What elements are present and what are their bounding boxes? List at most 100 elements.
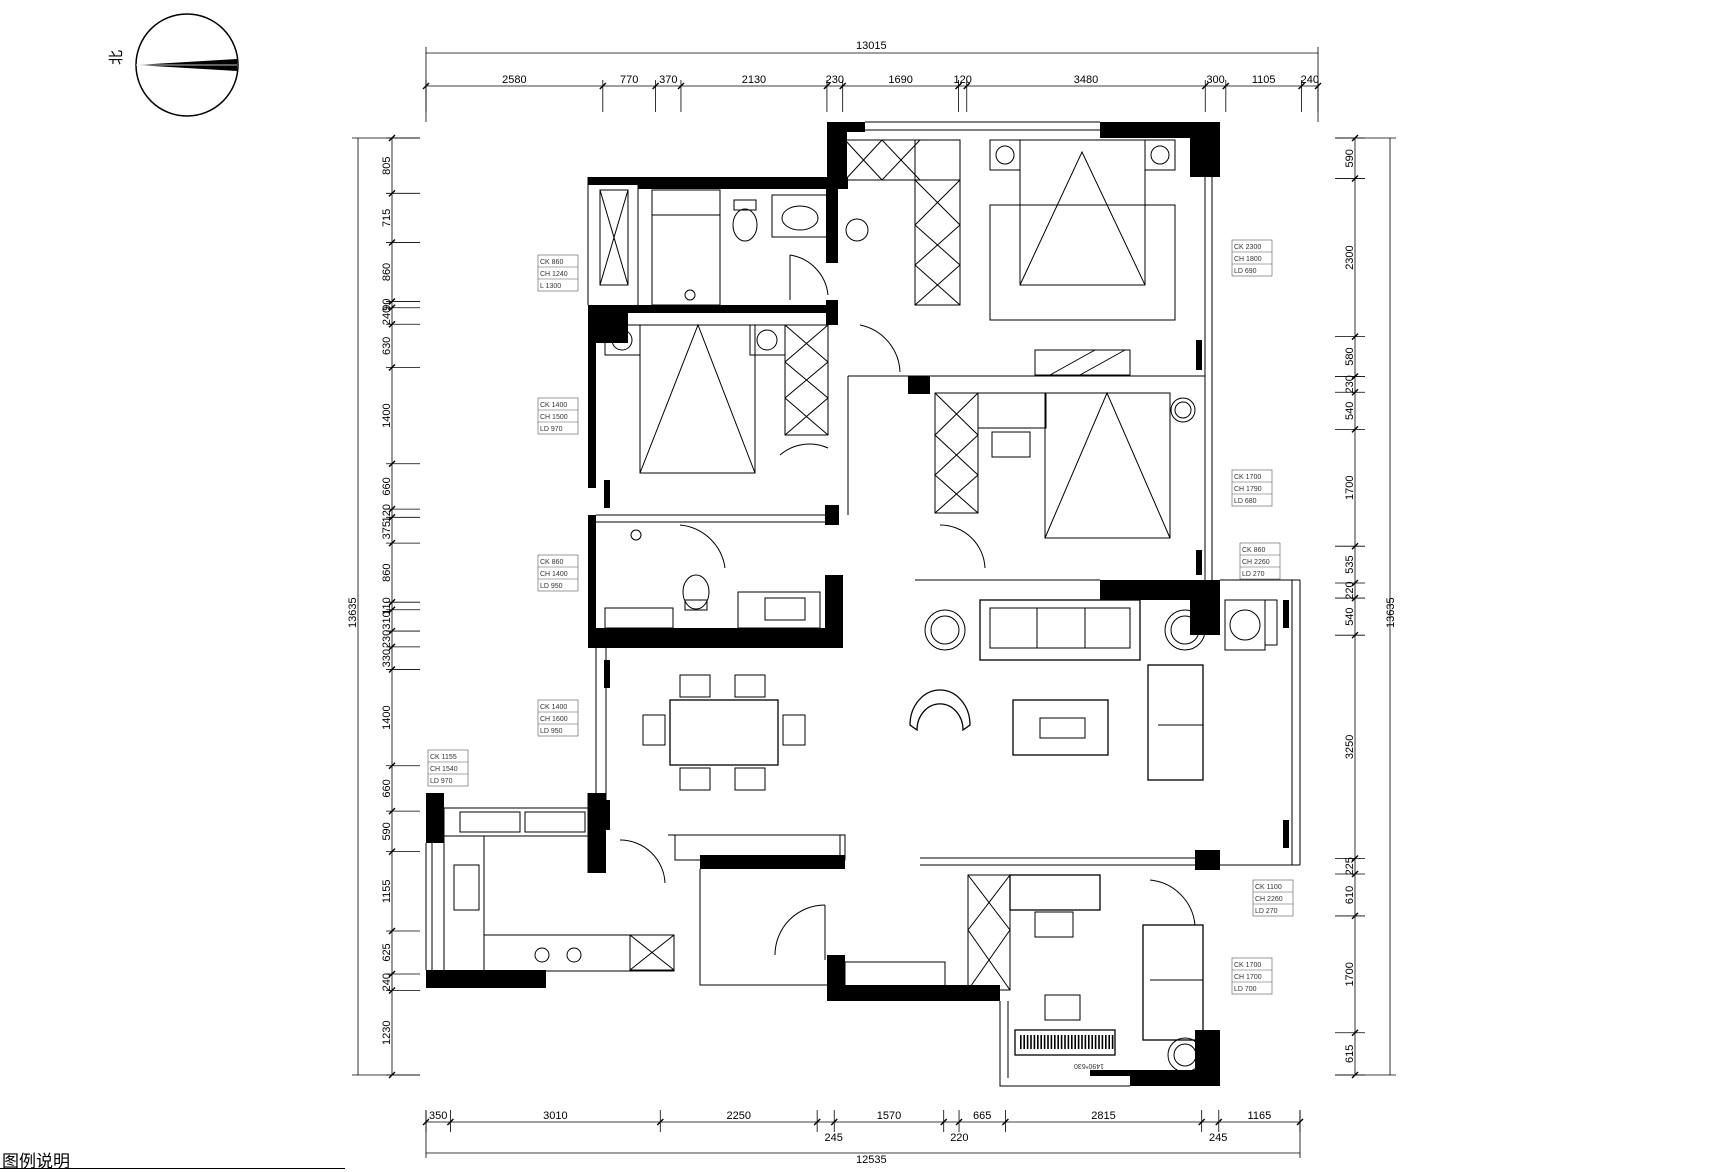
dim-top-value: 300	[1206, 74, 1224, 86]
dim-top-value: 3480	[1074, 74, 1098, 86]
dim-top-value: 1690	[888, 74, 912, 86]
window-spec-text: LD 970	[430, 778, 453, 785]
dim-right-value: 535	[1344, 555, 1356, 573]
north-compass: 北	[107, 13, 239, 117]
legend-underline	[0, 1168, 345, 1169]
dim-left-value: 660	[381, 477, 393, 495]
window-spec-text: CH 1800	[1234, 256, 1262, 263]
dim-left-value: 375	[381, 521, 393, 539]
dim-left-value: 805	[381, 156, 393, 174]
window-spec-text: CK 1400	[540, 704, 567, 711]
dim-bottom-small: 245	[1209, 1132, 1227, 1144]
dim-left-value: 625	[381, 943, 393, 961]
dim-right-value: 580	[1344, 347, 1356, 365]
window-spec-text: CH 1790	[1234, 486, 1262, 493]
window-spec-text: CK 1100	[1255, 884, 1282, 891]
dimension-bottom-ticks	[422, 1110, 1304, 1132]
radiator-markers	[604, 340, 1289, 848]
dim-top-value: 1105	[1252, 74, 1276, 86]
dim-left-value: 310	[381, 611, 393, 629]
dim-top-value: 230	[826, 74, 844, 86]
compass-label: 北	[107, 50, 125, 65]
window-spec-tag: CK 2300 CH 1800 LD 690	[1231, 239, 1273, 277]
dim-left-value: 715	[381, 209, 393, 227]
window-spec-tag: CK 1700 CH 1700 LD 700	[1231, 957, 1273, 995]
dim-top-value: 2130	[742, 74, 766, 86]
dim-left-value: 240	[381, 973, 393, 991]
dim-left-value: 660	[381, 779, 393, 797]
window-spec-text: CH 1400	[540, 571, 568, 578]
dimension-top	[425, 47, 1319, 122]
living-room	[909, 599, 1278, 781]
dimension-right-labels: 5902300580230540170053522054032502256101…	[1344, 149, 1356, 1063]
legend-title: 图例说明	[2, 1152, 70, 1172]
dim-left-value: 110	[381, 597, 393, 615]
kitchen	[443, 807, 846, 972]
partition-lines	[425, 121, 1301, 1087]
window-spec-text: LD 270	[1242, 571, 1265, 578]
window-spec-text: CK 860	[540, 259, 563, 266]
window-spec-text: LD 270	[1255, 908, 1278, 915]
window-spec-text: LD 700	[1234, 986, 1257, 993]
window-spec-text: CK 1700	[1234, 474, 1261, 481]
window-spec-text: LD 690	[1234, 268, 1257, 275]
window-spec-text: CK 2300	[1234, 244, 1261, 251]
window-spec-text: LD 950	[540, 583, 563, 590]
dim-right-value: 225	[1344, 857, 1356, 875]
window-spec-text: CH 1240	[540, 271, 568, 278]
dim-bottom-value: 1165	[1248, 1110, 1272, 1122]
window-spec-text: LD 680	[1234, 498, 1257, 505]
dim-right-value: 590	[1344, 149, 1356, 167]
dim-top-value: 120	[953, 74, 971, 86]
dim-right-value: 1700	[1344, 962, 1356, 986]
piano-label: 1490*630	[1074, 1062, 1104, 1069]
dim-left-value: 1230	[381, 1020, 393, 1044]
dim-right-value: 2300	[1344, 245, 1356, 269]
window-spec-text: CK 1700	[1234, 962, 1261, 969]
dim-right-value: 610	[1344, 886, 1356, 904]
window-spec-tag: CK 860 CH 1400 LD 950	[537, 554, 579, 592]
dim-top-value: 370	[659, 74, 677, 86]
dining-area	[642, 674, 806, 791]
window-spec-text: L 1300	[540, 283, 561, 290]
window-spec-text: CH 2260	[1242, 559, 1270, 566]
dim-top-total: 13015	[856, 40, 887, 52]
dim-left-value: 240	[381, 307, 393, 325]
dim-bottom-value: 2815	[1091, 1110, 1115, 1122]
dim-left-value: 120	[381, 504, 393, 522]
dim-bottom-value: 1570	[877, 1110, 901, 1122]
dim-right-value: 540	[1344, 402, 1356, 420]
bathroom-middle	[604, 524, 821, 629]
dim-right-value: 230	[1344, 375, 1356, 393]
outer-walls	[426, 122, 1220, 1086]
window-spec-tag: CK 1100 CH 2260 LD 270	[1252, 879, 1294, 917]
window-spec-text: CH 1700	[1234, 974, 1262, 981]
dim-right-total: 13635	[1385, 597, 1397, 628]
window-spec-tag: CK 860 CH 1240 L 1300	[537, 254, 579, 292]
dim-right-value: 540	[1344, 607, 1356, 625]
dim-bottom-total: 12535	[856, 1154, 887, 1166]
window-spec-text: CK 1155	[430, 754, 457, 761]
dim-top-value: 770	[620, 74, 638, 86]
dim-bottom-value: 3010	[543, 1110, 567, 1122]
dimension-right-ticks	[1335, 134, 1365, 1079]
dim-bottom-value: 665	[973, 1110, 991, 1122]
dimension-top-ticks	[422, 80, 1322, 112]
dim-left-value: 90	[381, 299, 393, 311]
dim-bottom-value: 350	[429, 1110, 447, 1122]
window-spec-text: CH 2260	[1255, 896, 1283, 903]
wardrobe-top	[844, 139, 961, 306]
bedroom-right	[934, 391, 1196, 569]
study-room: 1490*630	[967, 874, 1204, 1073]
dim-bottom-small: 245	[825, 1132, 843, 1144]
window-spec-text: CK 860	[540, 559, 563, 566]
dim-left-value: 1400	[381, 705, 393, 729]
dim-bottom-small: 220	[950, 1132, 968, 1144]
bathroom-upper	[599, 189, 829, 306]
